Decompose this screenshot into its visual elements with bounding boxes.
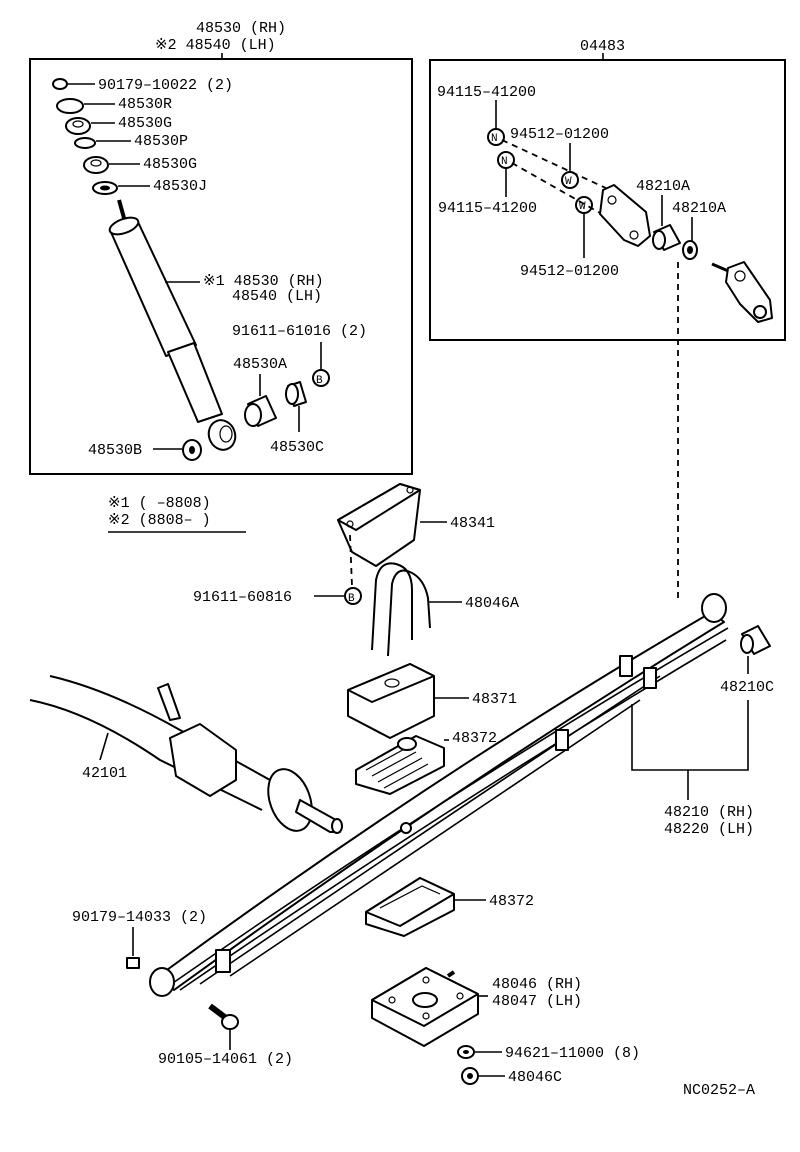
label-90179-10022: 90179–10022 (2)	[98, 77, 233, 94]
marker-w-text-b: W	[579, 201, 586, 213]
label-48530b: 48530B	[88, 442, 142, 459]
bolt-marker-b-main	[344, 587, 362, 605]
plate-48530p	[74, 137, 96, 149]
diagram-code: NC0252–A	[683, 1082, 755, 1099]
shock-absorber-box	[29, 58, 413, 475]
spring-clip-rear-a	[619, 655, 633, 677]
nut-90179-10022	[52, 78, 68, 90]
label-shock-rh: 48530 (RH)	[196, 20, 286, 37]
spring-clip-mid	[555, 729, 569, 751]
label-48530g-upper: 48530G	[118, 115, 172, 132]
pad-48372-upper	[355, 735, 449, 795]
washer-w-upper	[561, 171, 579, 189]
axle-housing-42101	[29, 675, 343, 834]
label-48210a-b: 48210A	[672, 200, 726, 217]
spring-eye-rear	[701, 593, 727, 623]
note-1: ※1 ( –8808)	[108, 495, 211, 512]
spring-plate-48046	[371, 967, 488, 1047]
label-48530j: 48530J	[153, 178, 207, 195]
label-48371: 48371	[472, 691, 517, 708]
label-94115-41200-b: 94115–41200	[438, 200, 537, 217]
label-42101: 42101	[82, 765, 127, 782]
shock-absorber-body	[108, 199, 237, 451]
spring-seat-48371	[347, 663, 469, 739]
label-48210a-a: 48210A	[636, 178, 690, 195]
bumper-48341	[337, 483, 447, 567]
label-94512-01200-a: 94512–01200	[510, 126, 609, 143]
label-48530c: 48530C	[270, 439, 324, 456]
spring-clip-rear-b	[643, 667, 657, 689]
label-48530g-lower: 48530G	[143, 156, 197, 173]
bolt-marker-b-top	[312, 369, 330, 387]
label-91611-60816: 91611–60816	[193, 589, 292, 606]
marker-n-text-a: N	[491, 133, 498, 145]
label-48046-rh: 48046 (RH)	[492, 976, 582, 993]
label-shock-rh-body: ※1 48530 (RH)	[203, 273, 324, 290]
cushion-48530g-lower	[83, 156, 109, 174]
label-48530r: 48530R	[118, 96, 172, 113]
label-94115-41200-a: 94115–41200	[437, 84, 536, 101]
shackle-kit-box	[429, 59, 786, 341]
label-48047-lh: 48047 (LH)	[492, 993, 582, 1010]
label-04483: 04483	[580, 38, 625, 55]
label-90179-14033: 90179–14033 (2)	[72, 909, 207, 926]
marker-b-text-main: B	[348, 593, 355, 605]
label-shock-lh: ※2 48540 (LH)	[155, 37, 276, 54]
label-48372-lower: 48372	[489, 893, 534, 910]
label-48530p: 48530P	[134, 133, 188, 150]
label-91611-61016: 91611–61016 (2)	[232, 323, 367, 340]
center-bolt-head	[400, 822, 412, 834]
label-94512-01200-b: 94512–01200	[520, 263, 619, 280]
label-shock-lh-body: 48540 (LH)	[232, 288, 322, 305]
retainer-48530r	[56, 98, 84, 114]
label-48530a: 48530A	[233, 356, 287, 373]
u-bolt-48046a	[371, 562, 462, 657]
nut-n-upper	[487, 128, 505, 146]
pad-48372-lower	[365, 877, 486, 937]
label-48210-rh: 48210 (RH)	[664, 804, 754, 821]
marker-n-text-b: N	[501, 156, 508, 168]
marker-w-text-a: W	[565, 176, 572, 188]
label-90105-14061: 90105–14061 (2)	[158, 1051, 293, 1068]
spring-eye-front	[149, 967, 175, 997]
cushion-48530g-upper	[65, 117, 91, 135]
bolt-90105-14061	[208, 1003, 239, 1030]
nut-90179-14033	[126, 957, 140, 969]
label-48220-lh: 48220 (LH)	[664, 821, 754, 838]
label-48372-upper: 48372	[452, 730, 497, 747]
label-48210c: 48210C	[720, 679, 774, 696]
label-48046a: 48046A	[465, 595, 519, 612]
marker-b-text-top: B	[316, 375, 323, 387]
label-48341: 48341	[450, 515, 495, 532]
label-48046c: 48046C	[508, 1069, 562, 1086]
date-notes: ※1 ( –8808) ※2 (8808– )	[108, 495, 246, 533]
label-94621-11000: 94621–11000 (8)	[505, 1045, 640, 1062]
spring-clip-front	[215, 949, 231, 973]
shackle-kit-group: 04483 94115–41200 N 94512–01200 W N 9411…	[429, 38, 786, 341]
leaf-spring	[149, 593, 729, 997]
leader-bracket-48210	[631, 700, 749, 771]
shackle-plate-inner	[599, 184, 651, 247]
note-2: ※2 (8808– )	[108, 512, 211, 529]
shock-absorber-group: 48530 (RH) ※2 48540 (LH) 90179–10022 (2)…	[29, 20, 413, 475]
